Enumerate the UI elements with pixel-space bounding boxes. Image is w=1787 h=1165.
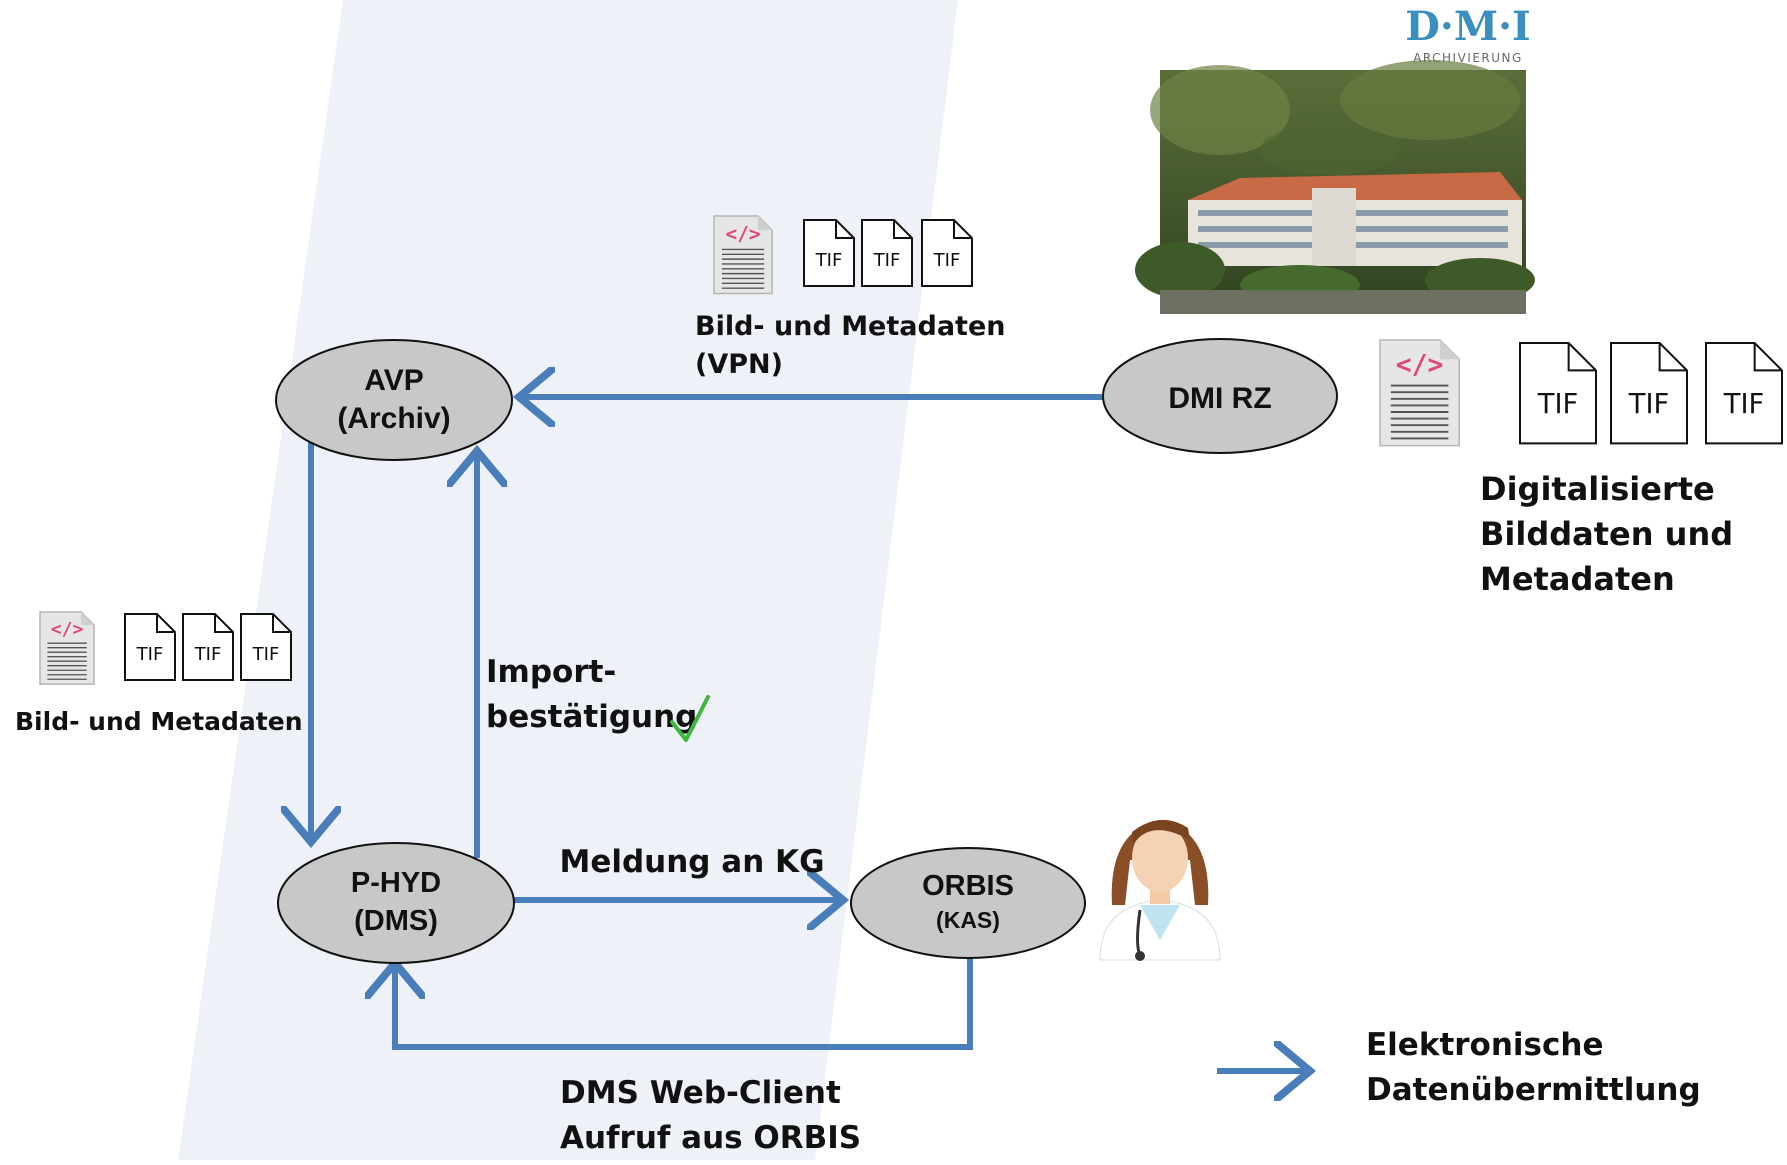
tif-file-icon: TIF: [1705, 342, 1783, 445]
label-meldung: Meldung an KG: [559, 844, 824, 880]
svg-text:</>: </>: [1396, 350, 1444, 381]
node-avp: AVP (Archiv): [275, 339, 513, 461]
label-right-line3: Metadaten: [1480, 560, 1675, 598]
arrow-orbis-to-phyd: [395, 955, 973, 1050]
svg-text:TIF: TIF: [136, 644, 164, 665]
node-dmi-rz-title: DMI RZ: [1168, 382, 1271, 415]
label-import-line1: Import-: [486, 654, 616, 690]
node-avp-title: AVP: [364, 364, 423, 397]
xml-file-icon: </>: [1379, 339, 1460, 447]
node-phyd: P-HYD (DMS): [277, 842, 515, 964]
tif-file-icon: TIF: [124, 613, 176, 681]
doctor-icon: [1099, 819, 1221, 961]
svg-text:TIF: TIF: [1723, 389, 1765, 420]
file-icons: </> TIF TIF TIF </> TIF TIF TIF </> TIF TIF TIF: [39, 215, 1783, 685]
node-orbis-subtitle: (KAS): [936, 907, 1000, 933]
xml-file-icon: </>: [39, 611, 95, 685]
tif-file-icon: TIF: [1610, 342, 1688, 445]
xml-file-icon: </>: [713, 215, 773, 295]
label-webclient-line1: DMS Web-Client: [560, 1075, 841, 1111]
label-right-line2: Bilddaten und: [1480, 515, 1733, 553]
tif-file-icon: TIF: [803, 219, 855, 287]
svg-text:TIF: TIF: [1537, 389, 1579, 420]
svg-text:</>: </>: [51, 619, 84, 640]
node-orbis-title: ORBIS: [922, 870, 1014, 902]
svg-text:TIF: TIF: [194, 644, 222, 665]
node-phyd-subtitle: (DMS): [354, 905, 438, 937]
node-phyd-title: P-HYD: [351, 867, 441, 899]
legend-line2: Datenübermittlung: [1366, 1072, 1701, 1108]
label-webclient-line2: Aufruf aus ORBIS: [560, 1120, 861, 1156]
svg-text:TIF: TIF: [873, 250, 901, 271]
label-right-line1: Digitalisierte: [1480, 470, 1715, 508]
svg-text:TIF: TIF: [933, 250, 961, 271]
svg-text:TIF: TIF: [252, 644, 280, 665]
tif-file-icon: TIF: [182, 613, 234, 681]
node-avp-subtitle: (Archiv): [337, 402, 450, 435]
logo-text: D·M·I: [1405, 3, 1531, 50]
node-dmi-rz: DMI RZ: [1102, 338, 1338, 454]
svg-text:TIF: TIF: [815, 250, 843, 271]
building-photo: [1135, 60, 1535, 314]
tif-file-icon: TIF: [240, 613, 292, 681]
label-top-vpn: (VPN): [695, 349, 783, 380]
tif-file-icon: TIF: [921, 219, 973, 287]
legend-line1: Elektronische: [1366, 1027, 1603, 1063]
node-orbis: ORBIS (KAS): [850, 847, 1086, 959]
tif-file-icon: TIF: [861, 219, 913, 287]
label-import-line2: bestätigung: [486, 699, 697, 735]
background-band: [178, 0, 958, 1160]
label-top-data: Bild- und Metadaten: [695, 311, 1006, 342]
tif-file-icon: TIF: [1519, 342, 1597, 445]
label-left-data: Bild- und Metadaten: [15, 707, 303, 736]
checkmark-icon: [670, 695, 710, 742]
svg-text:</>: </>: [726, 223, 761, 246]
svg-text:TIF: TIF: [1628, 389, 1670, 420]
